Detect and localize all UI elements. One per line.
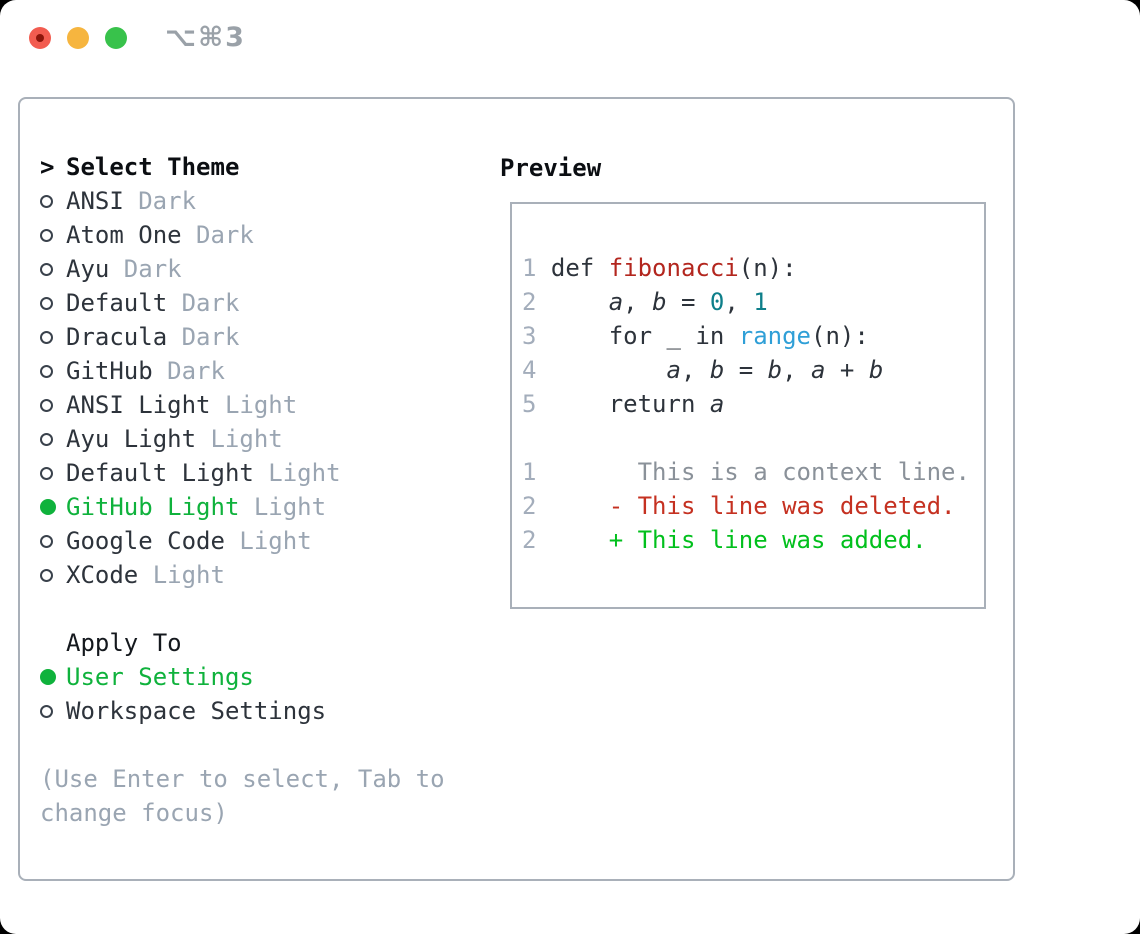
maximize-button[interactable] [105, 27, 127, 49]
preview-pane: 1 def fibonacci(n): 2 a, b = 0, 1 3 for _ … [510, 202, 986, 609]
theme-name: Atom One [66, 221, 182, 249]
theme-variant: Light [239, 527, 312, 555]
theme-item-github-light[interactable]: GitHub Light Light [40, 490, 445, 524]
code-line: 1 def fibonacci(n): [522, 254, 797, 282]
select-theme-title: Select Theme [66, 153, 240, 181]
window-shortcut-label: ⌥⌘3 [165, 22, 246, 53]
theme-variant: Dark [181, 289, 240, 317]
theme-name: Default Light [66, 459, 254, 487]
apply-option-workspace-settings[interactable]: Workspace Settings [40, 694, 445, 728]
theme-variant: Dark [181, 323, 240, 351]
theme-item-ansi-light[interactable]: ANSI Light Light [40, 388, 445, 422]
radio-icon [40, 194, 66, 208]
theme-variant: Dark [138, 187, 197, 215]
theme-name: Default [66, 289, 168, 317]
code-line: 4 a, b = b, a + b [522, 356, 884, 384]
theme-variant: Light [224, 391, 298, 419]
theme-name: ANSI [66, 187, 124, 215]
theme-name: Ayu Light [66, 425, 197, 453]
select-theme-header: > Select Theme [40, 150, 445, 184]
theme-variant: Dark [196, 221, 254, 249]
minimize-button[interactable] [67, 27, 89, 49]
apply-option-label: Workspace Settings [66, 697, 327, 725]
code-line [522, 421, 974, 455]
theme-variant: Light [152, 561, 225, 589]
hint-line-2: change focus) [40, 799, 228, 827]
theme-name: XCode [66, 561, 139, 589]
theme-name: GitHub Light [66, 493, 240, 521]
code-line: 2 - This line was deleted. [522, 492, 956, 520]
theme-item-ayu[interactable]: Ayu Dark [40, 252, 445, 286]
prompt-icon: > [40, 153, 55, 181]
spacer [40, 592, 445, 626]
theme-name: Dracula [66, 323, 168, 351]
radio-icon [40, 466, 66, 480]
radio-selected-icon [40, 669, 66, 685]
radio-icon [40, 330, 66, 344]
theme-variant: Light [253, 493, 327, 521]
radio-icon [40, 568, 66, 582]
theme-name: ANSI Light [66, 391, 211, 419]
apply-to-header: Apply To [40, 626, 445, 660]
radio-icon [40, 704, 66, 718]
theme-item-default-light[interactable]: Default Light Light [40, 456, 445, 490]
theme-variant: Dark [167, 357, 225, 385]
theme-variant: Dark [123, 255, 182, 283]
close-dot-icon [36, 34, 44, 42]
code-line: 2 + This line was added. [522, 526, 927, 554]
radio-icon [40, 432, 66, 446]
theme-item-atom-one[interactable]: Atom One Dark [40, 218, 445, 252]
code-line: 1 This is a context line. [522, 458, 970, 486]
theme-item-xcode[interactable]: XCode Light [40, 558, 445, 592]
preview-title: Preview [500, 154, 602, 182]
code-line: 3 for _ in range(n): [522, 322, 869, 350]
radio-icon [40, 296, 66, 310]
theme-name: GitHub [66, 357, 153, 385]
spacer [40, 728, 445, 762]
theme-item-ayu-light[interactable]: Ayu Light Light [40, 422, 445, 456]
apply-option-label: User Settings [66, 663, 254, 691]
theme-item-dracula[interactable]: Dracula Dark [40, 320, 445, 354]
radio-icon [40, 228, 66, 242]
theme-variant: Light [210, 425, 283, 453]
titlebar: ⌥⌘3 [29, 22, 246, 53]
theme-item-github[interactable]: GitHub Dark [40, 354, 445, 388]
radio-selected-icon [40, 499, 66, 515]
apply-to-title: Apply To [66, 629, 182, 657]
keyboard-hint: (Use Enter to select, Tab to change focu… [40, 762, 445, 830]
radio-icon [40, 262, 66, 276]
apply-option-user-settings[interactable]: User Settings [40, 660, 445, 694]
theme-variant: Light [268, 459, 341, 487]
radio-icon [40, 398, 66, 412]
close-button[interactable] [29, 27, 51, 49]
theme-item-default[interactable]: Default Dark [40, 286, 445, 320]
theme-name: Google Code [66, 527, 225, 555]
radio-icon [40, 534, 66, 548]
code-line: 2 a, b = 0, 1 [522, 288, 768, 316]
code-line: 5 return a [522, 390, 725, 418]
theme-item-ansi[interactable]: ANSI Dark [40, 184, 445, 218]
hint-line-1: (Use Enter to select, Tab to [40, 765, 445, 793]
theme-name: Ayu [66, 255, 110, 283]
radio-icon [40, 364, 66, 378]
theme-item-google-code[interactable]: Google Code Light [40, 524, 445, 558]
